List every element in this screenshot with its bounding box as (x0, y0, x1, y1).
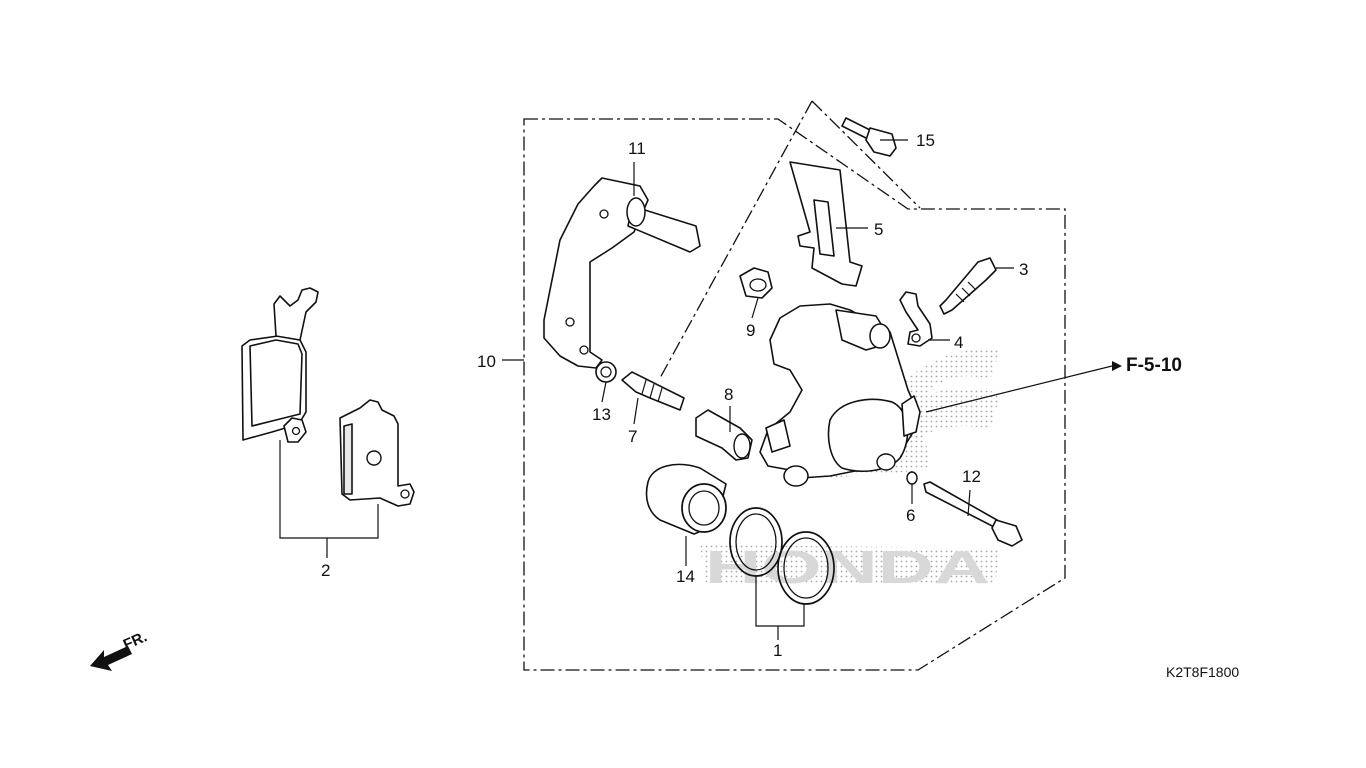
diagram-code: K2T8F1800 (1166, 664, 1239, 680)
piston (645, 463, 727, 535)
callout-2: 2 (321, 561, 330, 580)
callout-3: 3 (1019, 260, 1028, 279)
long-bolt-12 (923, 481, 1023, 547)
callout-11: 11 (628, 139, 646, 158)
reference-label: F-5-10 (1126, 355, 1182, 376)
pad-spring (789, 161, 863, 287)
front-direction-arrow: FR. (90, 628, 150, 671)
brake-pad-left (241, 287, 319, 443)
callout-5: 5 (874, 220, 883, 239)
bleeder-screw (939, 257, 997, 315)
seal-ring-6 (906, 471, 918, 485)
bleeder-cap (739, 267, 773, 299)
caliper-body (759, 303, 921, 487)
pad-bracket-leader (279, 440, 379, 558)
leader-lines (502, 139, 1122, 640)
callout-9: 9 (746, 321, 755, 340)
callout-10: 10 (477, 352, 496, 371)
callout-14: 14 (676, 567, 695, 586)
caliper-bracket (543, 177, 701, 369)
callout-8: 8 (724, 385, 733, 404)
brake-pad-right (339, 399, 415, 507)
front-label: FR. (121, 628, 150, 653)
callout-7: 7 (628, 427, 637, 446)
callout-12: 12 (962, 467, 981, 486)
bleeder-cap-joint (899, 291, 933, 347)
boot-8 (695, 409, 753, 461)
flange-bolt (841, 117, 897, 157)
pin-bolt (621, 371, 685, 411)
callout-15: 15 (916, 131, 935, 150)
callout-13: 13 (592, 405, 611, 424)
callout-6: 6 (906, 506, 915, 525)
callout-4: 4 (954, 333, 963, 352)
honda-watermark-text: HONDA (705, 541, 990, 593)
sub-assembly-boundary (659, 100, 921, 379)
callout-1: 1 (773, 641, 782, 660)
assembly-boundary (523, 118, 1066, 671)
boot-13 (595, 361, 617, 383)
